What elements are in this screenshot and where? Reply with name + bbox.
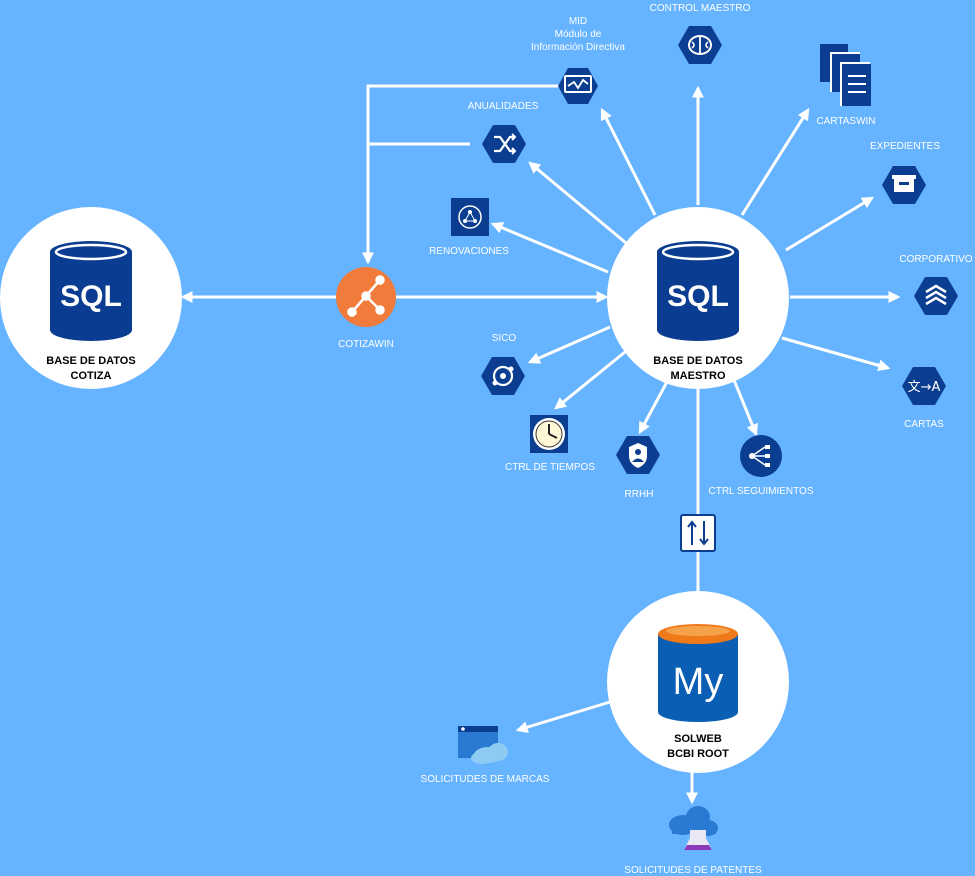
web-cloud-icon [458,726,508,764]
node-rrhh[interactable]: RRHH [616,436,660,500]
refresh-cycle-icon [451,198,489,236]
database-cotiza-badge: SQL [60,280,122,313]
cloud-lab-icon [669,806,718,850]
database-cotiza-label-line1: BASE DE DATOS [46,355,135,367]
node-anualidades-label: ANUALIDADES [468,101,539,112]
database-solweb-label-line1: SOLWEB [674,733,722,745]
node-renovaciones[interactable]: RENOVACIONES [429,198,509,257]
node-solicitudes-patentes[interactable]: SOLICITUDES DE PATENTES [624,806,762,876]
translate-icon [902,367,946,405]
edge-maestro-to-sico [527,325,611,364]
node-cartaswin-label: CARTASWIN [816,116,875,127]
edge-maestro-to-renovaciones [490,222,609,274]
documents-icon [820,44,871,106]
layers-icon [914,277,958,315]
node-corporativo-label: CORPORATIVO [899,254,972,265]
node-anualidades[interactable]: ANUALIDADES [468,101,539,163]
edges [180,84,901,805]
database-solweb-label-line2: BCBI ROOT [667,748,729,760]
node-corporativo[interactable]: CORPORATIVO [899,254,973,315]
database-solweb[interactable]: My SOLWEB BCBI ROOT [607,591,789,773]
sync-arrows-icon [680,514,716,552]
node-mid-label-line1: MID [569,16,587,27]
node-cotizawin-label: COTIZAWIN [338,339,394,350]
node-mid-label-line2: Módulo de [555,29,602,40]
node-expedientes[interactable]: EXPEDIENTES [870,141,940,204]
database-maestro-label-line1: BASE DE DATOS [653,355,742,367]
edge-mid-to-cotizawin [362,84,560,265]
node-renovaciones-label: RENOVACIONES [429,246,509,257]
node-control-maestro-label: CONTROL MAESTRO [650,3,751,14]
sql-database-icon [657,241,739,341]
edge-maestro-to-ctrl-seguimientos [732,379,758,437]
edge-maestro-to-anualidades [528,161,633,250]
node-ctrl-tiempos[interactable]: CTRL DE TIEMPOS [505,415,595,473]
node-ctrl-seguimientos-label: CTRL SEGUIMIENTOS [708,486,813,497]
database-cotiza-label-line2: COTIZA [71,370,112,382]
database-maestro[interactable]: SQL BASE DE DATOS MAESTRO [607,207,789,389]
sql-database-icon [50,241,132,341]
node-sico[interactable]: SICO [481,333,525,395]
node-cartas-label: CARTAS [904,419,944,430]
edge-maestro-to-cartaswin [740,107,810,216]
node-solicitudes-marcas[interactable]: SOLICITUDES DE MARCAS [421,726,550,785]
database-cotiza[interactable]: SQL BASE DE DATOS COTIZA [0,207,182,389]
node-ctrl-seguimientos[interactable]: CTRL SEGUIMIENTOS [708,435,814,497]
edge-solweb-to-marcas [515,700,611,733]
edge-maestro-to-mid [600,107,657,216]
database-solweb-badge: My [673,661,724,703]
node-cartas[interactable]: 文→A CARTAS [902,367,946,430]
node-solicitudes-patentes-label: SOLICITUDES DE PATENTES [624,865,762,876]
mysql-database-icon [658,624,738,722]
node-cotizawin[interactable]: COTIZAWIN [334,267,400,350]
edge-maestro-to-expedientes [785,196,875,252]
edge-maestro-to-ctrl-tiempos [554,350,626,410]
translate-icon-glyph: 文→A [908,380,941,395]
database-maestro-badge: SQL [667,280,729,313]
node-cotizawin-label-bg [334,336,400,350]
node-solicitudes-marcas-label: SOLICITUDES DE MARCAS [421,774,550,785]
node-mid[interactable]: MID Módulo de Información Directiva [531,16,625,104]
node-mid-label-line3: Información Directiva [531,42,625,53]
database-maestro-label-line2: MAESTRO [671,370,726,382]
node-cartaswin[interactable]: CARTASWIN [816,44,876,127]
node-rrhh-label: RRHH [625,489,654,500]
node-sico-label: SICO [492,333,517,344]
edge-maestro-to-cartas [781,336,891,372]
node-control-maestro[interactable]: CONTROL MAESTRO [650,3,751,64]
node-sync [680,514,716,552]
edge-maestro-to-rrhh [638,379,670,435]
node-ctrl-tiempos-label: CTRL DE TIEMPOS [505,462,595,473]
node-expedientes-label: EXPEDIENTES [870,141,940,152]
